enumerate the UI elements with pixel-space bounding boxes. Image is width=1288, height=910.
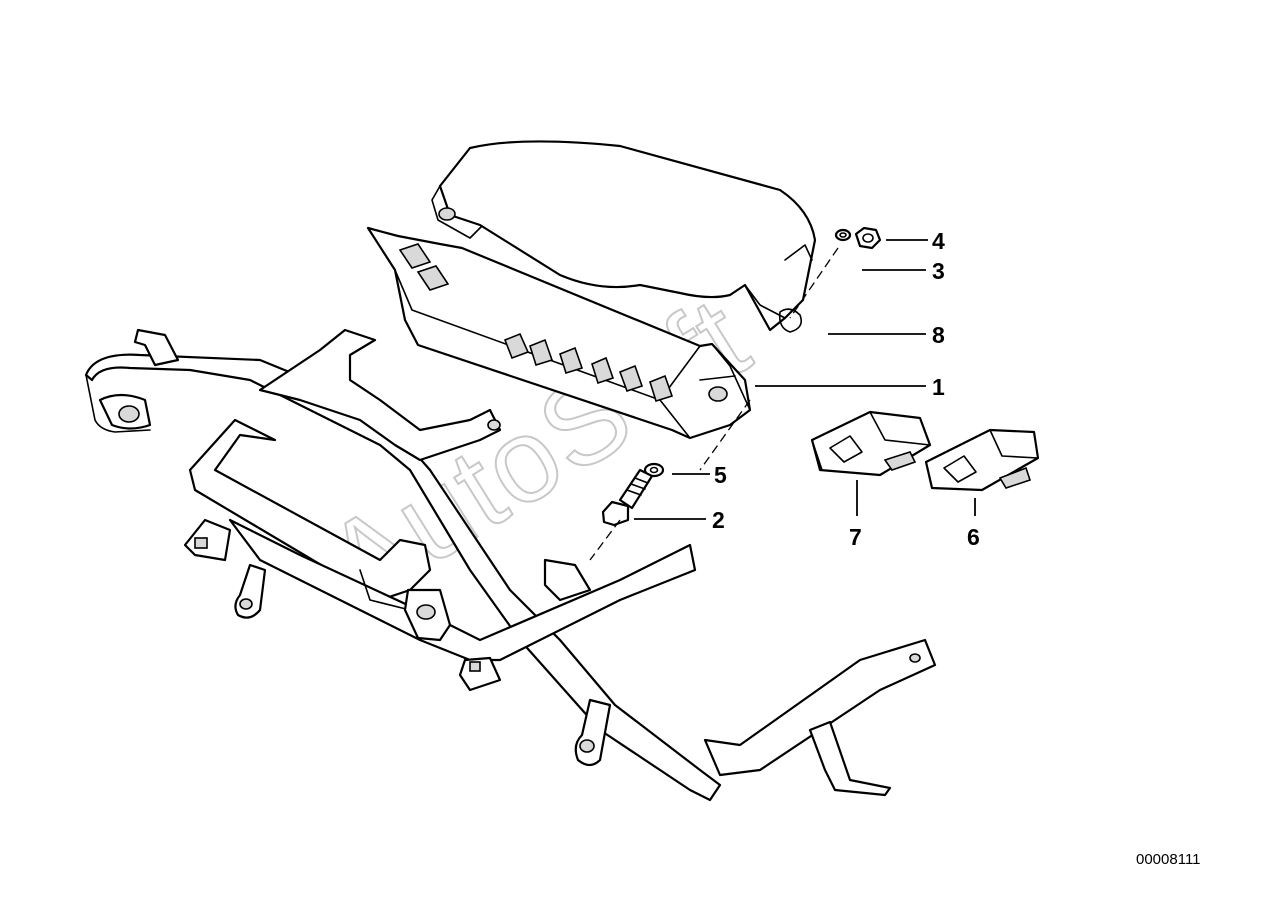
- callout-2: 2: [712, 507, 725, 533]
- callout-6: 6: [967, 524, 980, 550]
- callout-8: 8: [932, 322, 945, 348]
- diagram-reference-number: 00008111: [1136, 851, 1201, 868]
- callout-1: 1: [932, 374, 945, 400]
- washer-part-upper: [834, 228, 852, 242]
- control-unit-part: [366, 226, 752, 440]
- callout-4: 4: [932, 228, 945, 254]
- nut-part: [854, 226, 882, 250]
- relay-part-7: [810, 410, 932, 477]
- bolt-part: [601, 468, 654, 527]
- frame-bracket-part: [84, 328, 937, 802]
- callout-7: 7: [849, 524, 862, 550]
- cover-part: [431, 140, 817, 333]
- callout-5: 5: [714, 462, 727, 488]
- washer-part-lower: [643, 462, 665, 478]
- leader-lines: [634, 239, 976, 520]
- callout-3: 3: [932, 258, 945, 284]
- callouts: 4 3 8 1 5 2 7 6: [712, 228, 980, 550]
- relay-part-6: [924, 428, 1040, 492]
